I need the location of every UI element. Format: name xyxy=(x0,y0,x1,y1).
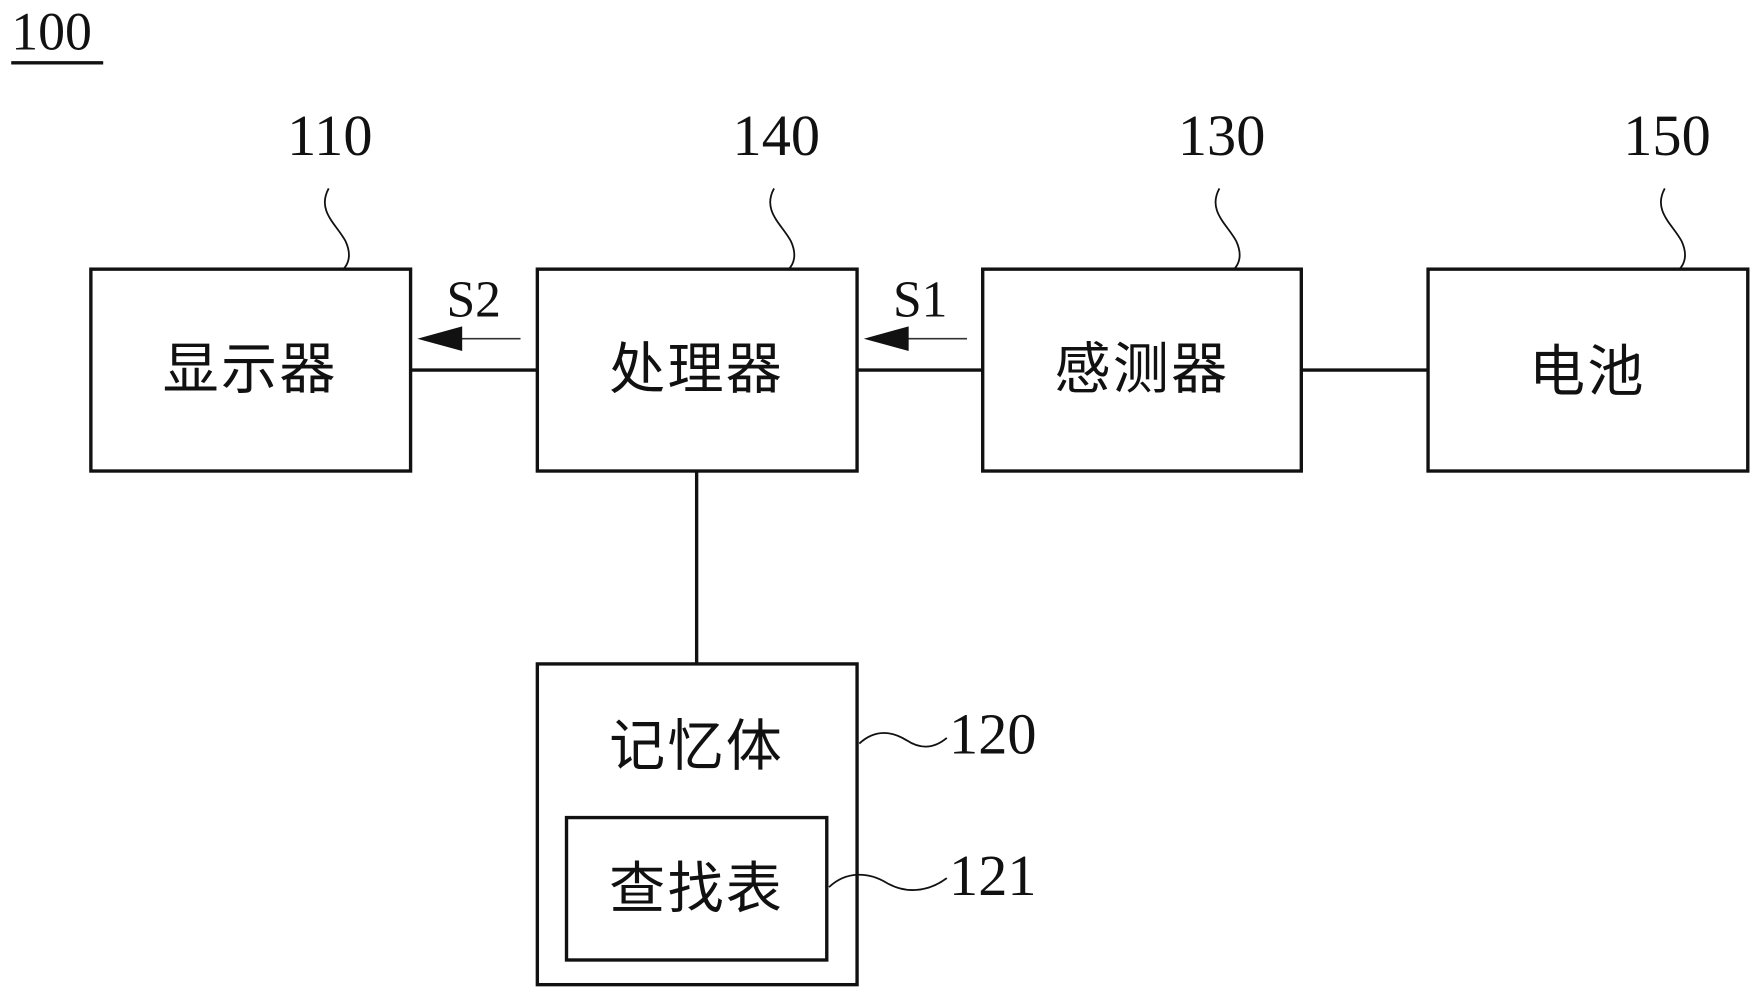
block-battery-label: 电池 xyxy=(1529,340,1646,405)
block-memory: 记忆体 查找表 xyxy=(535,662,859,987)
ref-memory: 120 xyxy=(949,702,1036,767)
signal-s1: S1 xyxy=(863,271,968,352)
arrow-left-icon xyxy=(417,326,463,352)
arrow-left-icon xyxy=(863,326,909,352)
ref-display: 110 xyxy=(287,103,372,168)
block-display: 显示器 xyxy=(89,267,413,473)
leader-sensor xyxy=(1214,187,1241,270)
block-display-label: 显示器 xyxy=(163,338,338,403)
block-processor-label: 处理器 xyxy=(609,338,784,403)
block-memory-label: 记忆体 xyxy=(609,714,784,779)
signal-s1-label: S1 xyxy=(893,271,947,328)
ref-processor: 140 xyxy=(733,103,820,168)
leader-display xyxy=(323,187,350,270)
block-sensor: 感测器 xyxy=(981,267,1303,473)
ref-lookup-table: 121 xyxy=(949,843,1036,908)
block-lookup-table: 查找表 xyxy=(564,815,829,962)
block-battery: 电池 xyxy=(1426,267,1750,473)
ref-battery: 150 xyxy=(1623,103,1710,168)
block-sensor-label: 感测器 xyxy=(1055,338,1230,403)
leader-lookup-table xyxy=(828,873,948,891)
leader-processor xyxy=(769,187,796,270)
signal-s2-label: S2 xyxy=(446,271,500,328)
figure-label: 100 xyxy=(11,1,92,61)
leader-battery xyxy=(1659,187,1686,270)
leader-memory xyxy=(858,732,948,748)
block-processor: 处理器 xyxy=(535,267,859,473)
ref-sensor: 130 xyxy=(1178,103,1265,168)
block-lookup-table-label: 查找表 xyxy=(609,857,784,922)
signal-s2: S2 xyxy=(417,271,521,352)
